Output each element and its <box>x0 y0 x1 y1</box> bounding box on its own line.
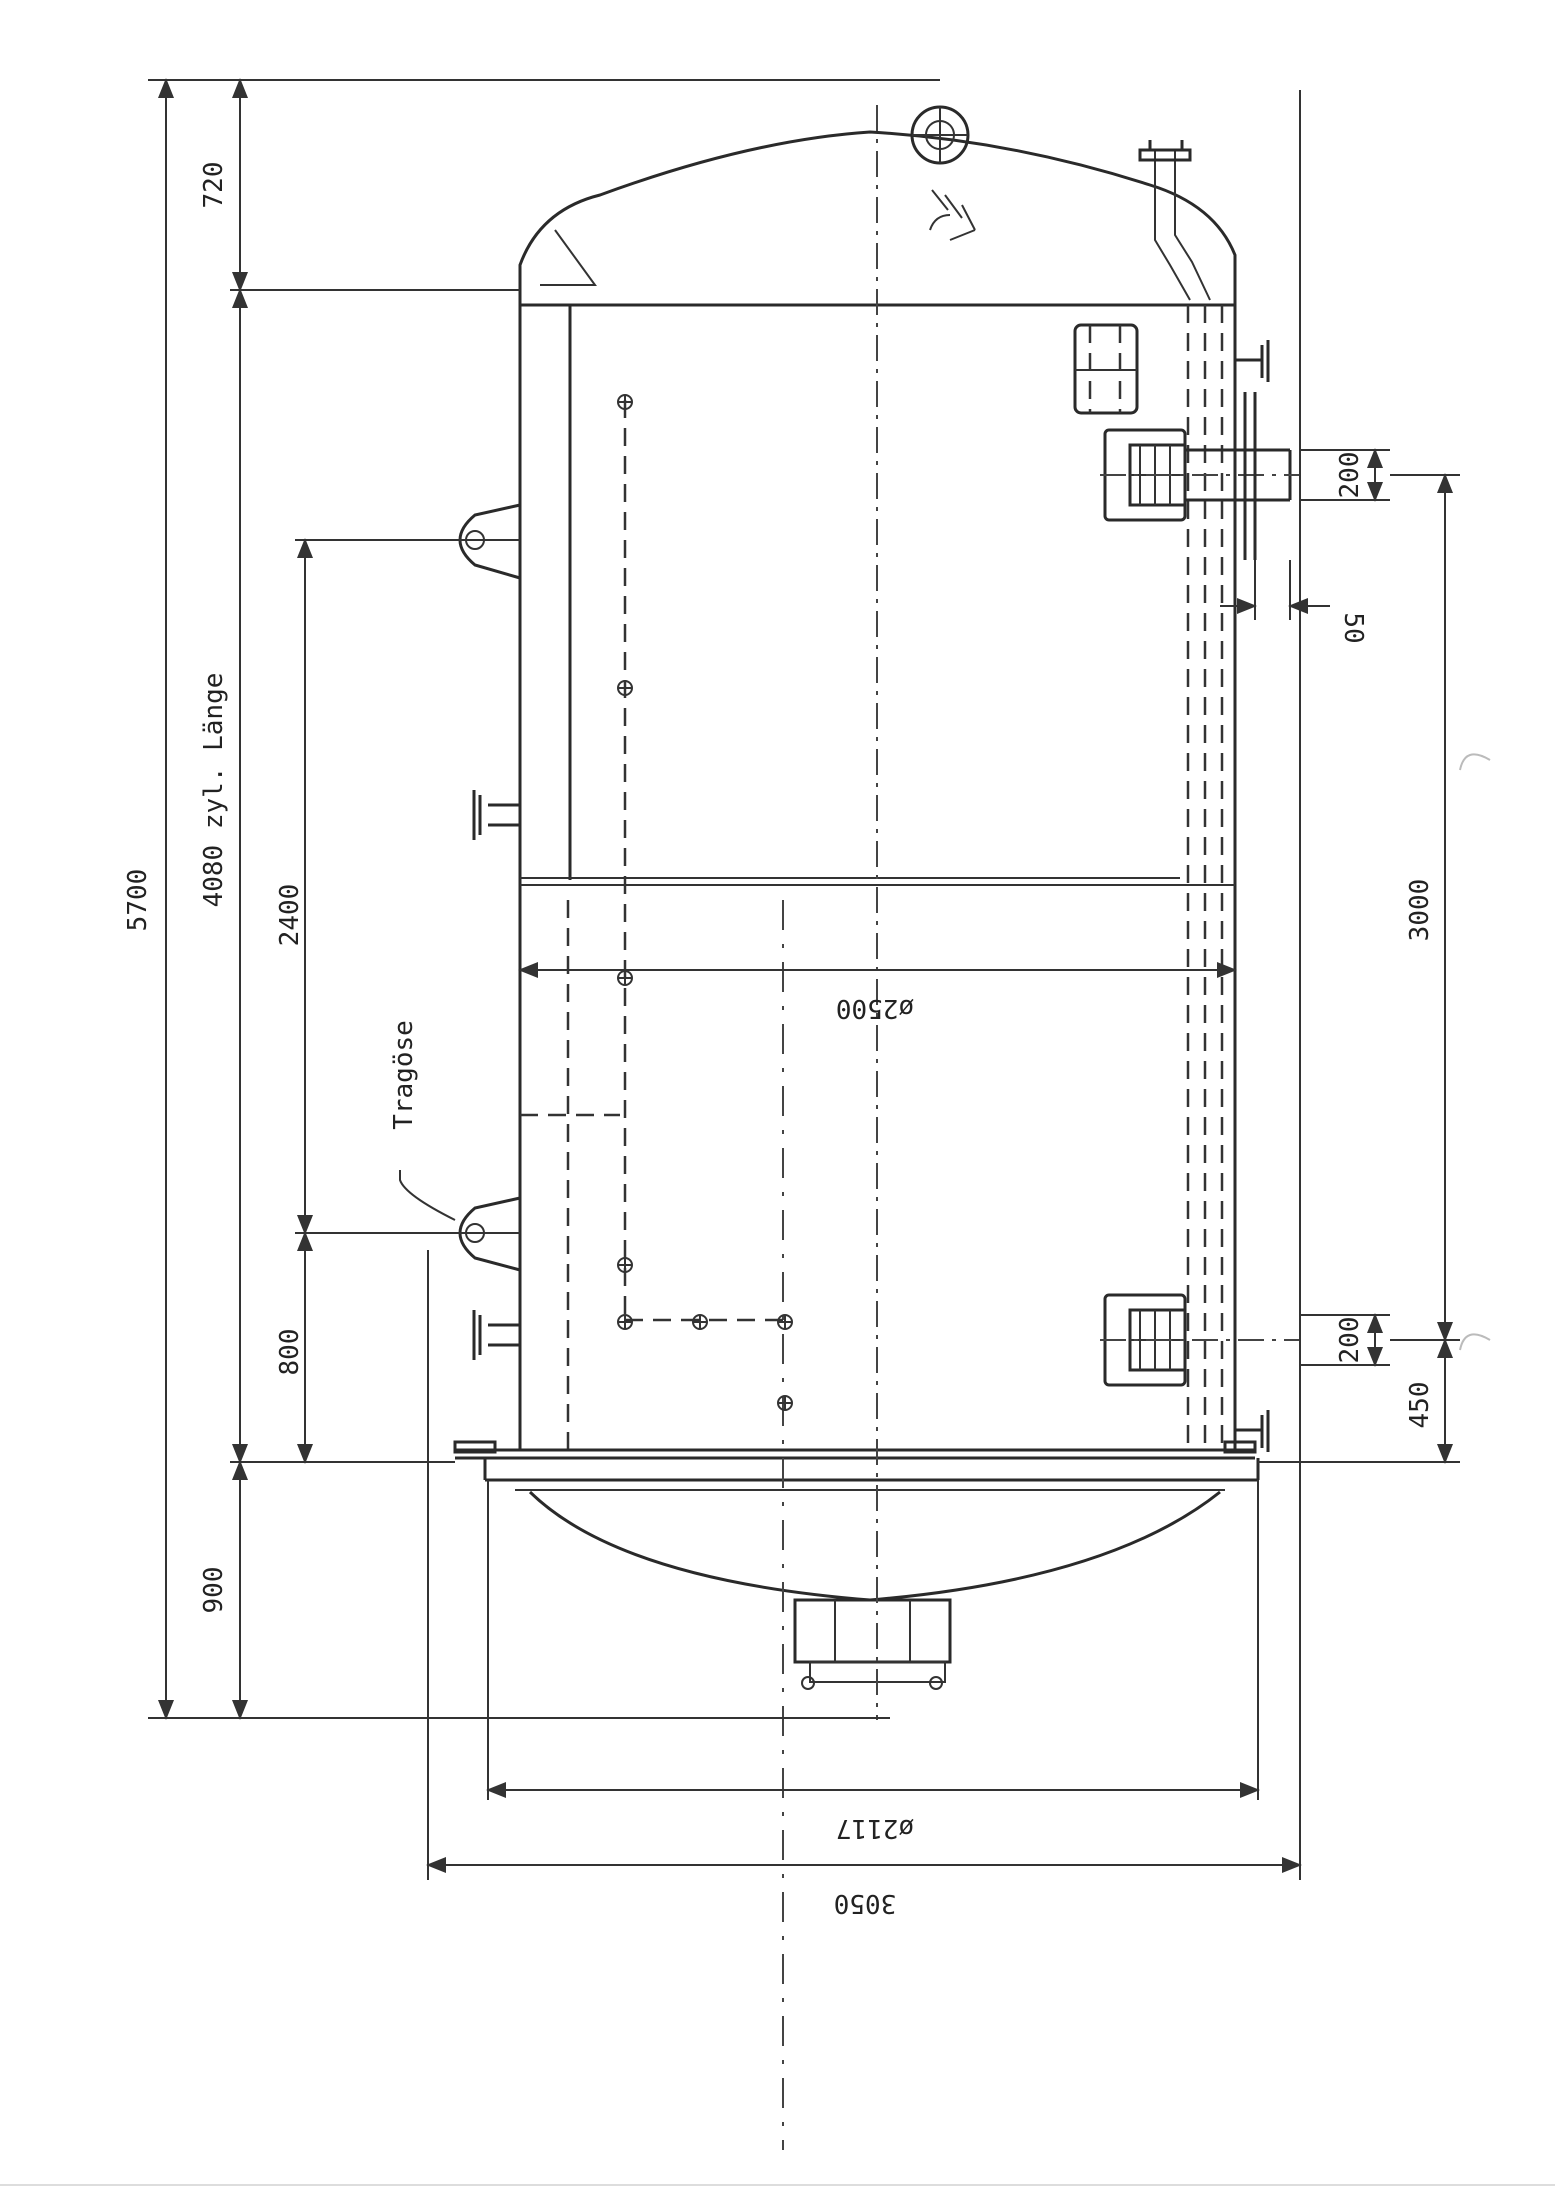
dim-nozzle-spacing: 3000 <box>1405 879 1435 942</box>
support-foot <box>453 1440 1257 1454</box>
sensor-point-3 <box>617 970 633 986</box>
sensor-points <box>617 394 793 1411</box>
dim-nozzle-offset: 450 <box>1405 1382 1435 1429</box>
sensor-point-8 <box>777 1395 793 1411</box>
inspection-port <box>1073 323 1139 415</box>
punch-hole-mark-upper <box>1459 753 1491 771</box>
dim-overall-width: 3050 <box>834 1888 897 1918</box>
sensor-point-5 <box>617 1314 633 1330</box>
left-nozzle-upper <box>472 790 520 840</box>
dim-bottom-head: 900 <box>199 1567 229 1614</box>
dim-lug-height: 800 <box>275 1329 305 1376</box>
left-nozzle-lower <box>472 1310 520 1360</box>
dim-projection: 50 <box>1338 612 1368 643</box>
dim-nozzle-lower: 200 <box>1335 1317 1365 1364</box>
dim-overall-height: 5700 <box>123 869 153 932</box>
dim-top-head: 720 <box>199 162 229 209</box>
drain-nozzle-right <box>1235 1410 1270 1452</box>
dim-nozzle-upper: 200 <box>1335 452 1365 499</box>
dim-shell-diameter: ø2500 <box>836 993 914 1023</box>
nozzle-lower <box>1100 1293 1300 1387</box>
nozzle-upper <box>1100 392 1300 560</box>
dim-cylinder-length: 4080 zyl. Länge <box>199 673 229 908</box>
sensor-point-4 <box>617 1257 633 1273</box>
top-manway <box>910 105 976 241</box>
sensor-point-7 <box>777 1314 793 1330</box>
punch-hole-mark-lower <box>1459 1333 1491 1351</box>
centerlines <box>782 105 878 2150</box>
dim-lug-spacing: 2400 <box>275 884 305 947</box>
dim-flange-diameter: ø2117 <box>836 1813 914 1843</box>
sensor-point-2 <box>617 680 633 696</box>
dimension-lines <box>148 78 1460 1880</box>
vent-nozzle <box>1235 340 1270 382</box>
sensor-point-6 <box>692 1314 708 1330</box>
internal-piping <box>1138 140 1224 1450</box>
leader-lifting-lug <box>399 1170 456 1221</box>
sensor-point-1 <box>617 394 633 410</box>
label-lifting-lug: Tragöse <box>389 1020 419 1130</box>
vessel-shell <box>455 130 1260 1690</box>
lifting-lug-upper <box>458 503 521 580</box>
internal-dashed-lines <box>520 400 785 1322</box>
